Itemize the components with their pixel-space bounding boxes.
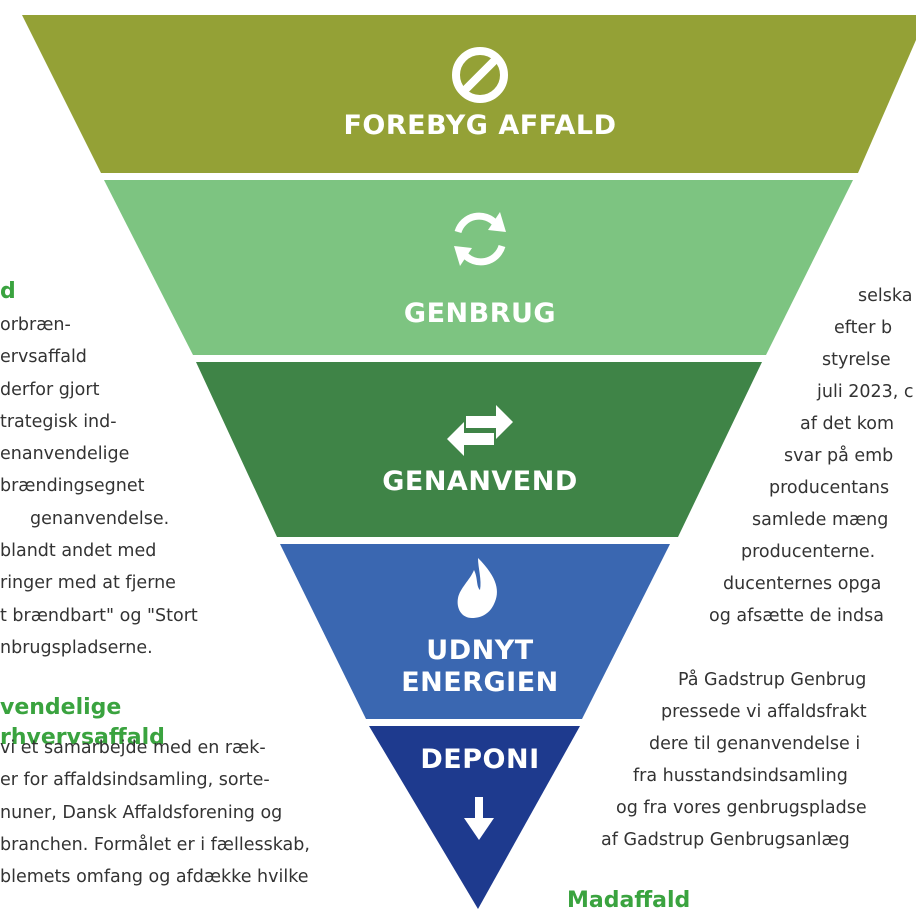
left-line: vi et samarbejde med en ræk- <box>0 738 266 758</box>
right-line: og fra vores genbrugspladse <box>616 798 867 818</box>
level-label-genanvend: GENANVEND <box>382 466 578 497</box>
left-heading-2-line: rhvervsaffald <box>0 725 165 750</box>
level-label-deponi: DEPONI <box>420 744 540 775</box>
right-line: fra husstandsindsamling <box>633 766 848 786</box>
right-line: selska <box>858 286 913 306</box>
band-deponi <box>369 726 580 909</box>
right-line: dere til genanvendelse i <box>649 734 861 754</box>
arrow-down-icon <box>464 797 494 840</box>
level-label-udnyt-energien: UDNYT ENERGIEN <box>330 635 630 699</box>
left-line: ervsaffald <box>0 347 87 368</box>
level-label-forebyg: FOREBYG AFFALD <box>343 110 617 141</box>
left-line: enanvendelige <box>0 444 130 465</box>
right-line: styrelse <box>822 350 891 370</box>
left-line: blemets omfang og afdække hvilke <box>0 867 309 888</box>
right-line: af det kom <box>800 414 895 434</box>
left-line: ringer med at fjerne <box>0 573 176 594</box>
left-heading-2: vendelige rhvervsaffald <box>0 693 165 753</box>
right-line: På Gadstrup Genbrug <box>678 670 867 690</box>
left-body-2: vi et samarbejde med en ræk- er for affa… <box>0 732 310 893</box>
right-line: svar på emb <box>784 446 894 466</box>
left-line: orbræn- <box>0 315 71 335</box>
left-line: brændingsegnet <box>0 476 145 497</box>
level-label-udnyt: UDNYT <box>426 635 534 666</box>
left-line: trategisk ind- <box>0 411 117 432</box>
right-heading-madaffald: Madaffald <box>567 888 691 909</box>
left-line: nbrugspladserne. <box>0 637 153 658</box>
right-line: pressede vi affaldsfrakt <box>661 702 867 722</box>
right-line: producentans <box>769 478 890 498</box>
band-genbrug <box>104 180 853 355</box>
band-genanvend <box>196 362 762 537</box>
flame-icon <box>457 558 497 618</box>
no-entry-icon <box>452 47 508 103</box>
band-udnyt-energien <box>280 544 670 719</box>
left-line: nuner, Dansk Affaldsforening og <box>0 802 283 823</box>
right-line: efter b <box>834 318 893 338</box>
left-line: genanvendelse. <box>30 508 170 529</box>
right-line: producenterne. <box>741 542 876 562</box>
right-line: og afsætte de indsa <box>709 606 884 626</box>
left-line: derfor gjort <box>0 379 100 400</box>
right-line: af Gadstrup Genbrugsanlæg <box>601 830 850 850</box>
left-line: blandt andet med <box>0 541 157 562</box>
level-label-genbrug: GENBRUG <box>403 298 557 329</box>
left-line: er for affaldsindsamling, sorte- <box>0 770 270 791</box>
left-line: t brændbart" og "Stort <box>0 605 198 626</box>
right-line: juli 2023, c <box>817 382 914 402</box>
left-body-1: orbræn- ervsaffald derfor gjort trategis… <box>0 309 198 664</box>
right-line: samlede mæng <box>752 510 889 530</box>
left-heading-2-line: vendelige <box>0 695 122 720</box>
right-line: ducenternes opga <box>723 574 882 594</box>
recycle-arrows-icon <box>454 212 506 266</box>
swap-arrows-icon <box>447 405 513 456</box>
left-line: branchen. Formålet er i fællesskab, <box>0 834 310 855</box>
left-heading-1: d <box>0 279 16 304</box>
level-label-energien: ENERGIEN <box>401 667 559 698</box>
